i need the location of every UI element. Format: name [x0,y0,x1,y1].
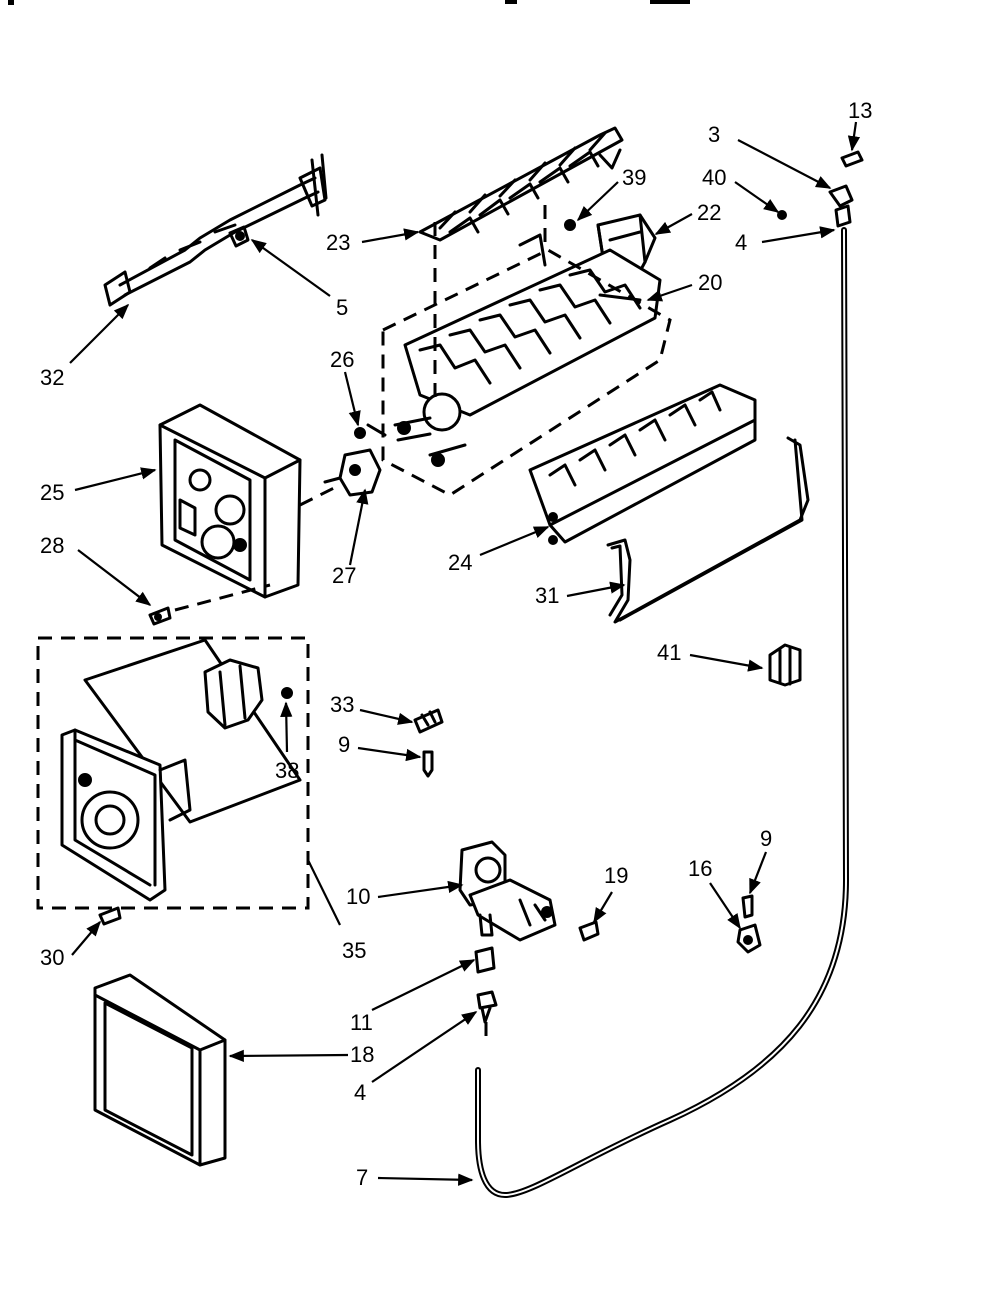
cropped-header-residue [8,0,690,5]
callout-9-left: 9 [338,732,350,757]
ejector-part [418,126,624,242]
callout-27: 27 [332,563,356,588]
thermostat-part-27 [323,423,387,497]
screw-part-9a [422,750,434,778]
screw-part-28 [148,606,172,626]
callout-3: 3 [708,122,720,147]
mold-assembly-outline [381,248,672,497]
leader-lines [69,121,861,1186]
water-valve-part-10 [458,840,557,942]
callout-38: 38 [275,758,299,783]
callout-41: 41 [657,640,681,665]
callout-33: 33 [330,692,354,717]
clip-part-5 [228,225,250,248]
water-tube-part-7 [475,227,850,1199]
callout-4-top: 4 [735,230,747,255]
inlet-fitting-top [777,150,864,228]
callout-22: 22 [697,200,721,225]
motor-assembly-outline [36,636,310,910]
callout-23: 23 [326,230,350,255]
callout-7: 7 [356,1165,368,1190]
fitting-part-4b [476,990,498,1024]
bracket-part-33 [413,708,444,734]
clip-part-41 [768,643,802,687]
callout-32: 32 [40,365,64,390]
ice-mold-part-20 [393,233,662,467]
callout-28: 28 [40,533,64,558]
callout-40: 40 [702,165,726,190]
callout-19: 19 [604,863,628,888]
screw-part-19 [578,920,600,942]
module-housing-part-25 [158,403,302,599]
callout-5: 5 [336,295,348,320]
callout-24: 24 [448,550,472,575]
callout-25: 25 [40,480,64,505]
callout-4-bottom: 4 [354,1080,366,1105]
callout-11: 11 [350,1010,373,1035]
screw-39 [564,219,576,231]
callout-labels: 13 3 40 4 39 22 20 23 5 32 26 25 28 27 2… [40,98,872,1190]
motor-assembly-part-35 [60,638,302,902]
screw-part-30 [98,906,122,926]
front-cover-part-24 [528,383,757,545]
callout-20: 20 [698,270,722,295]
callout-30: 30 [40,945,64,970]
nut-part-11 [474,946,496,974]
callout-18: 18 [350,1042,374,1067]
callout-13: 13 [848,98,872,123]
cover-part-18 [93,973,227,1167]
callout-35: 35 [342,938,366,963]
callout-39: 39 [622,165,646,190]
callout-10: 10 [346,884,370,909]
screw-part-9b [741,894,754,919]
shutoff-arm-part-31 [606,436,810,624]
wire-harness-part [103,153,328,307]
clamp-part-16 [736,923,762,954]
callout-31: 31 [535,583,559,608]
callout-16: 16 [688,856,712,881]
callout-26: 26 [330,347,354,372]
callout-9-right: 9 [760,826,772,851]
